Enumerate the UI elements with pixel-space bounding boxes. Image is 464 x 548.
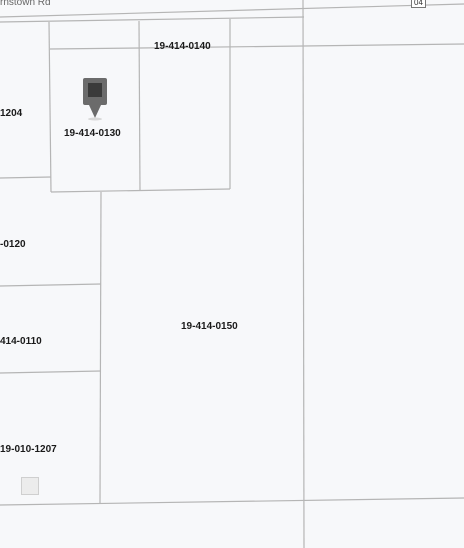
road-edge-line — [0, 3, 464, 18]
parcel-line — [0, 370, 102, 374]
parcel-line — [0, 497, 464, 506]
parcel-label-1204[interactable]: 1204 — [0, 108, 23, 119]
parcel-label-1207[interactable]: 19-010-1207 — [0, 444, 57, 455]
parcel-line — [302, 0, 305, 548]
parcel-label-0110[interactable]: 414-0110 — [0, 336, 42, 347]
parcel-label-0130[interactable]: 19-414-0130 — [64, 128, 121, 139]
parcel-line — [49, 47, 141, 50]
parcel-label-0140[interactable]: 19-414-0140 — [154, 41, 211, 52]
square-marker-icon[interactable] — [21, 477, 39, 495]
map-pin-icon[interactable] — [80, 75, 110, 121]
parcel-line — [0, 283, 102, 287]
parcel-line — [0, 16, 305, 23]
road-name-label: rnstown Rd — [0, 0, 51, 8]
parcel-line — [48, 21, 52, 193]
parcel-line — [138, 20, 141, 191]
parcel-label-0120[interactable]: -0120 — [0, 239, 26, 250]
parcel-label-0150[interactable]: 19-414-0150 — [181, 321, 238, 332]
route-shield-badge: 04 — [411, 0, 426, 8]
parcel-line — [99, 191, 102, 504]
parcel-line — [0, 176, 52, 179]
parcel-line — [50, 188, 231, 193]
parcel-line — [139, 43, 464, 49]
